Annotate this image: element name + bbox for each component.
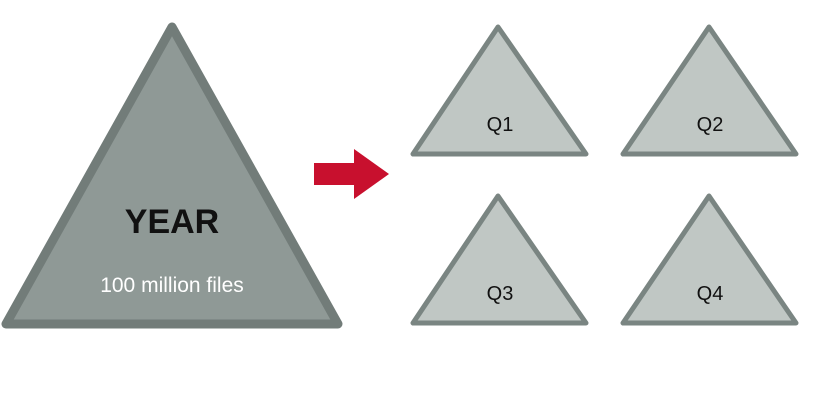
year-triangle — [1, 22, 343, 329]
right-arrow — [314, 149, 389, 199]
quarter-label-q4: Q4 — [697, 283, 724, 305]
year-subtitle: 100 million files — [100, 274, 244, 297]
quarter-label-q3: Q3 — [487, 283, 514, 305]
quarter-triangle — [620, 24, 799, 157]
quarter-triangle-q4: Q4 — [620, 193, 799, 326]
quarter-triangle — [410, 193, 589, 326]
year-title: YEAR — [125, 203, 219, 241]
quarter-triangle-q2: Q2 — [620, 24, 799, 157]
quarter-label-q2: Q2 — [697, 114, 724, 136]
quarter-triangle — [410, 24, 589, 157]
year-triangle-group: YEAR 100 million files — [1, 22, 343, 329]
quarter-triangle-q1: Q1 — [410, 24, 589, 157]
quarter-label-q1: Q1 — [487, 114, 514, 136]
quarter-triangle-q3: Q3 — [410, 193, 589, 326]
quarter-triangle — [620, 193, 799, 326]
